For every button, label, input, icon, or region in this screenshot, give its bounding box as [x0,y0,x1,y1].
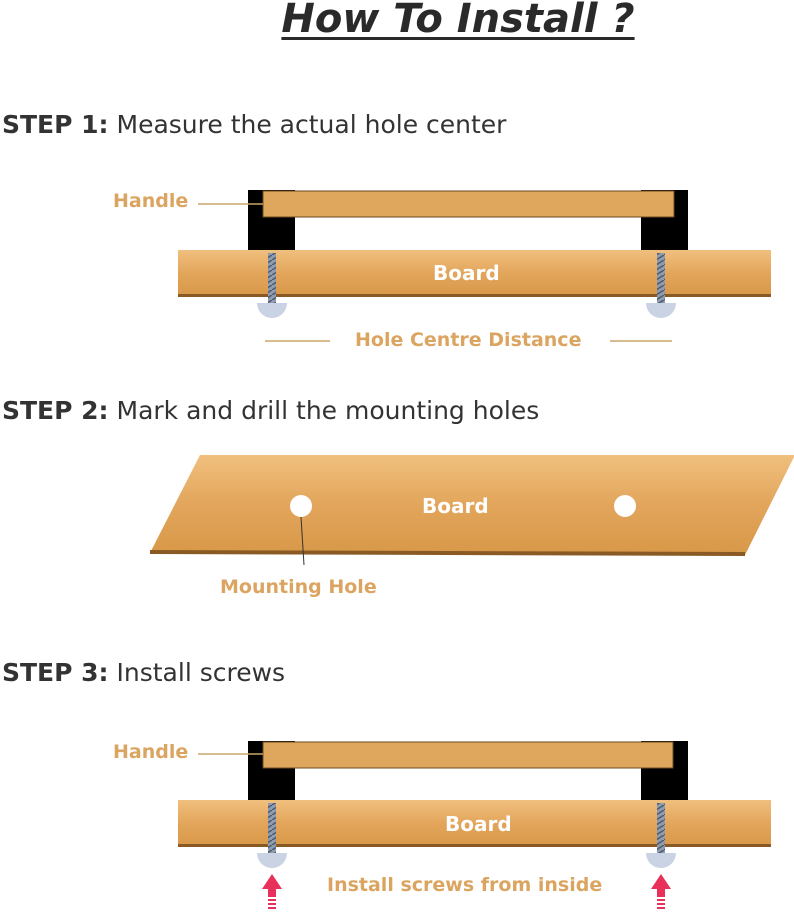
board-step3 [178,800,771,847]
board-step2 [150,455,794,566]
step-text: Mark and drill the mounting holes [108,396,540,425]
hole-distance-label: Hole Centre Distance [355,329,582,351]
step-text: Install screws [108,658,286,687]
step-3-heading: STEP 3: Install screws [2,658,285,687]
board-step1 [178,250,771,297]
handle-label: Handle [113,741,189,763]
arrow-up-icon [262,874,671,909]
mounting-hole-left [290,495,312,517]
handle-step1 [198,190,688,250]
mounting-hole-right [614,495,636,517]
handle-step3 [198,741,688,800]
board-label: Board [422,494,489,518]
handle-label: Handle [113,190,189,212]
step-label: STEP 3: [2,658,109,687]
mounting-hole-label: Mounting Hole [220,576,377,598]
screw-icon [257,803,676,868]
page-title: How To Install ? [0,0,794,42]
install-note: Install screws from inside [327,874,603,896]
step-2-heading: STEP 2: Mark and drill the mounting hole… [2,396,539,425]
step-label: STEP 2: [2,396,109,425]
step-1-heading: STEP 1: Measure the actual hole center [2,110,506,139]
step-label: STEP 1: [2,110,109,139]
board-label: Board [433,261,500,285]
title-text: How To Install ? [281,0,635,42]
board-label: Board [445,812,512,836]
screw-icon [257,253,676,318]
step-text: Measure the actual hole center [108,110,507,139]
